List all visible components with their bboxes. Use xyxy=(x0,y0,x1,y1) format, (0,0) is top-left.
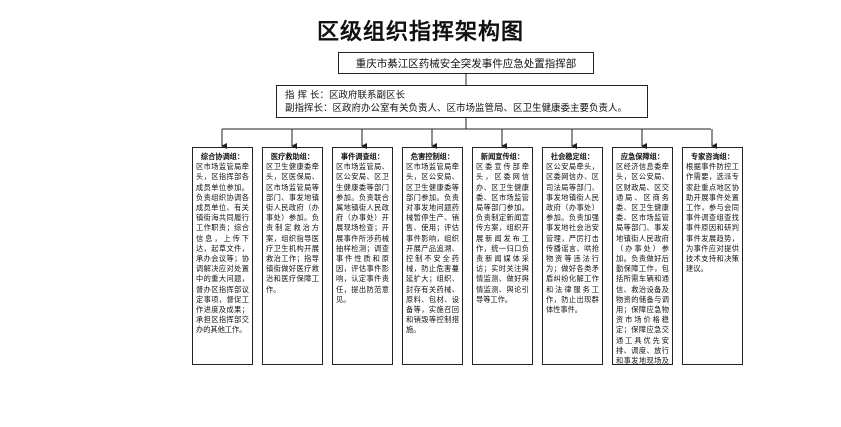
commander-line: 指 挥 长：区政府联系副区长 xyxy=(285,89,647,102)
group-text: 区经济信息委牵头，区公安局、区财政局、区交通局、区商务委、区卫生健康委、区市场监… xyxy=(616,162,669,365)
hq-box: 重庆市綦江区药械安全突发事件应急处置指挥部 xyxy=(338,52,594,74)
group-text: 区委宣传部牵头，区委网信办、区卫生健康委、区市场监管局等部门参加。负责制定新闻宣… xyxy=(476,162,529,304)
commander-text: 区政府联系副区长 xyxy=(329,90,406,101)
leadership-box: 指 挥 长：区政府联系副区长 副指挥长：区政府办公室有关负责人、区市场监管局、区… xyxy=(276,85,648,118)
group-name: 应急保障组： xyxy=(620,152,665,161)
group-text: 区卫生健康委牵头，区医保局、区市场监管局等部门、事发地镇街人民政府（办事处）参加… xyxy=(266,162,319,294)
page-title: 区级组织指挥架构图 xyxy=(316,19,524,45)
deputy-commander-label: 副指挥长： xyxy=(285,103,333,114)
group-name: 新闻宣传组： xyxy=(480,152,525,161)
group-box-incident-investigation: 事件调查组： 区市场监管局、区公安局、区卫生健康委等部门参加。负责联合属地镇街人… xyxy=(332,147,393,365)
group-name: 专家咨询组： xyxy=(690,152,735,161)
group-text: 区市场监管局牵头，区指挥部各成员单位参加。负责组织协调各成员单位、有关镇街海共同… xyxy=(196,162,249,335)
group-name: 危害控制组： xyxy=(410,152,455,161)
group-text: 根据事件防控工作需要，选派专家赴重点地区协助开展事件处置工作，参与会同事件调查组… xyxy=(686,162,739,274)
group-box-hazard-control: 危害控制组： 区市场监管局牵头，区公安局、区卫生健康委等部门参加。负责对事发地问… xyxy=(402,147,463,365)
deputy-commander-text: 区政府办公室有关负责人、区市场监管局、区卫生健康委主要负责人。 xyxy=(332,103,628,114)
group-name: 综合协调组： xyxy=(200,152,245,161)
hq-label: 重庆市綦江区药械安全突发事件应急处置指挥部 xyxy=(355,57,577,70)
group-box-emergency-support: 应急保障组： 区经济信息委牵头，区公安局、区财政局、区交通局、区商务委、区卫生健… xyxy=(612,147,673,365)
deputy-commander-line: 副指挥长：区政府办公室有关负责人、区市场监管局、区卫生健康委主要负责人。 xyxy=(285,102,647,115)
group-text: 区市场监管局、区公安局、区卫生健康委等部门参加。负责联合属地镇街人民政府（办事处… xyxy=(336,162,389,304)
group-box-medical-rescue: 医疗救助组： 区卫生健康委牵头，区医保局、区市场监管局等部门、事发地镇街人民政府… xyxy=(262,147,323,365)
group-text: 区公安局牵头，区委网信办、区司法局等部门、事发地镇街人民政府（办事处）参加。负责… xyxy=(546,162,599,315)
group-name: 社会稳定组： xyxy=(550,152,595,161)
group-box-expert-consultation: 专家咨询组： 根据事件防控工作需要，选派专家赴重点地区协助开展事件处置工作，参与… xyxy=(682,147,743,365)
group-name: 事件调查组： xyxy=(340,152,385,161)
group-text: 区市场监管局牵头，区公安局、区卫生健康委等部门参加。负责对事发地问题药械暂停生产… xyxy=(406,162,459,335)
commander-label: 指 挥 长： xyxy=(285,90,330,101)
group-box-comprehensive-coordination: 综合协调组： 区市场监管局牵头，区指挥部各成员单位参加。负责组织协调各成员单位、… xyxy=(192,147,253,365)
group-name: 医疗救助组： xyxy=(270,152,315,161)
group-box-social-stability: 社会稳定组： 区公安局牵头，区委网信办、区司法局等部门、事发地镇街人民政府（办事… xyxy=(542,147,603,365)
group-box-news-publicity: 新闻宣传组： 区委宣传部牵头，区委网信办、区卫生健康委、区市场监管局等部门参加。… xyxy=(472,147,533,365)
